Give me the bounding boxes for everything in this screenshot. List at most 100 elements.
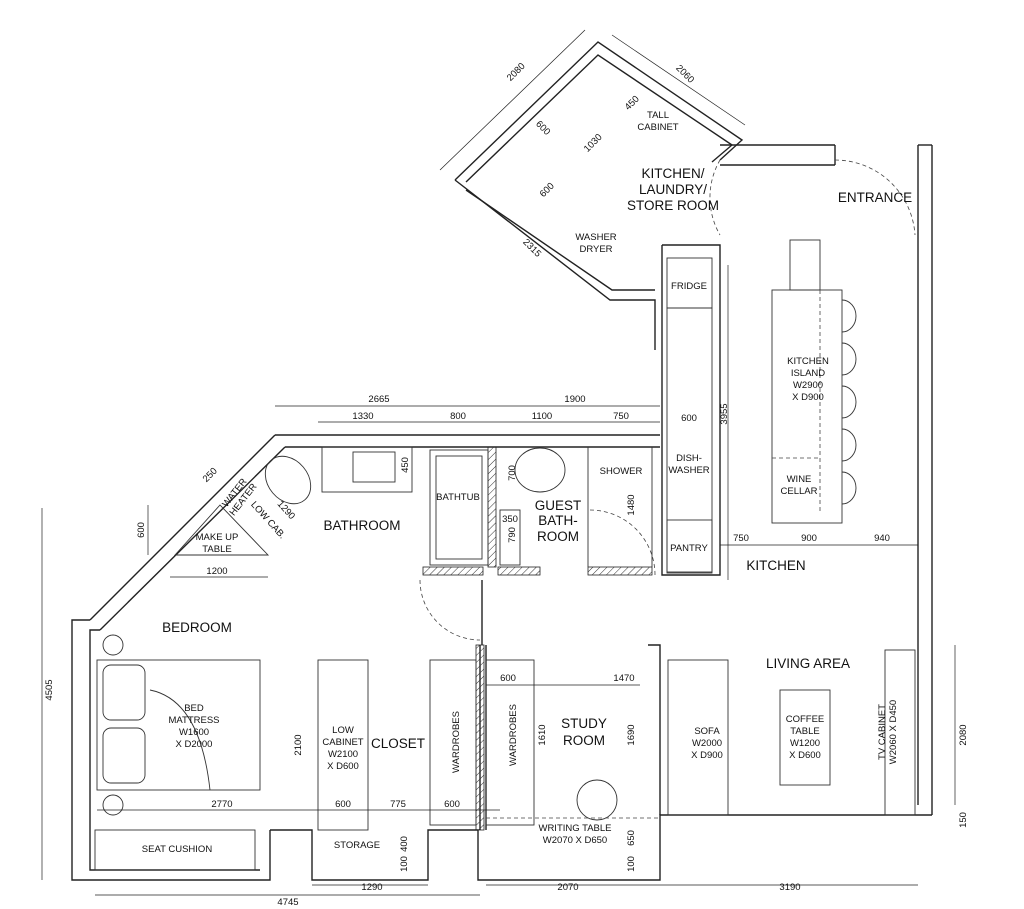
dimension-label: 2080: [958, 724, 969, 745]
coffee-table-label: X D600: [789, 750, 821, 761]
bathtub-label: BATHTUB: [436, 492, 480, 503]
dimension-label: 3955: [719, 403, 730, 424]
sofa-label: X D900: [691, 750, 723, 761]
dimension-label: 150: [958, 812, 969, 828]
room-entrance: ENTRANCE: [838, 190, 912, 205]
dimension-label: 600: [681, 413, 697, 424]
dimension-lines: [41, 29, 956, 896]
dimension-label: 940: [874, 533, 890, 544]
dimension-label: 750: [733, 533, 749, 544]
dimension-label: 600: [500, 673, 516, 684]
low-cabinet-label: LOW: [332, 725, 354, 736]
dimension-label: 700: [507, 465, 518, 481]
tall-cabinet-label: CABINET: [637, 122, 678, 133]
study-partition-hatch: [475, 644, 485, 831]
shower-wall-hatch: [587, 566, 653, 576]
sofa-label: W2000: [692, 738, 722, 749]
room-labels: KITCHEN/ LAUNDRY/ STORE ROOM ENTRANCE BA…: [162, 166, 912, 751]
dimension-label: 1290: [275, 499, 297, 522]
dimension-label: 1330: [352, 411, 373, 422]
dimension-label: 800: [450, 411, 466, 422]
kitchen-island-label: ISLAND: [791, 368, 825, 379]
sofa-label: SOFA: [694, 726, 720, 737]
dimension-label: 400: [399, 836, 410, 852]
kitchen-island-label: X D900: [792, 392, 824, 403]
dimension-label: 100: [626, 856, 637, 872]
dimension-label: 2665: [368, 394, 389, 405]
kitchen-island-label: KITCHEN: [787, 356, 829, 367]
dimension-label: 1900: [564, 394, 585, 405]
washer-dryer-label: DRYER: [579, 244, 612, 255]
room-closet: CLOSET: [371, 736, 425, 751]
bed-mattress-label: X D2000: [176, 739, 213, 750]
dimension-label: 350: [502, 514, 518, 525]
bathroom-wall-hatch: [422, 566, 484, 576]
room-kitchen-laundry: KITCHEN/: [641, 166, 704, 181]
dimension-label: 3190: [779, 882, 800, 893]
dimension-label: 1200: [206, 566, 227, 577]
room-living-area: LIVING AREA: [766, 656, 850, 671]
wardrobes-label: WARDROBES: [451, 711, 462, 773]
dimension-label: 790: [507, 527, 518, 543]
dishwasher-label: WASHER: [668, 465, 709, 476]
wardrobes-label: WARDROBES: [508, 704, 519, 766]
writing-table-label: WRITING TABLE: [538, 823, 611, 834]
dimension-label: 450: [623, 94, 642, 113]
dimension-label: 600: [533, 119, 552, 138]
dimension-label: 600: [335, 799, 351, 810]
room-study: ROOM: [563, 733, 605, 748]
dimension-label: 600: [444, 799, 460, 810]
room-kitchen: KITCHEN: [746, 558, 805, 573]
writing-table-label: W2070 X D650: [543, 835, 607, 846]
bed-mattress-label: BED: [184, 703, 204, 714]
dimension-label: 1030: [582, 132, 605, 155]
room-bedroom: BEDROOM: [162, 620, 232, 635]
tv-cabinet-label: W2060 X D450: [888, 700, 899, 764]
walls: [71, 41, 933, 881]
wine-cellar-label: WINE: [787, 474, 812, 485]
coffee-table-label: COFFEE: [786, 714, 825, 725]
dimension-label: 1470: [613, 673, 634, 684]
tv-cabinet-label: TV CABINET: [877, 704, 888, 760]
room-guest-bathroom: GUEST: [535, 498, 582, 513]
room-bathroom: BATHROOM: [324, 518, 401, 533]
dimension-label: 1610: [537, 724, 548, 745]
dimension-label: 100: [399, 856, 410, 872]
wine-cellar-label: CELLAR: [781, 486, 818, 497]
room-guest-bathroom: BATH-: [538, 513, 578, 528]
dimension-label: 1690: [626, 724, 637, 745]
dimension-label: 600: [136, 522, 147, 538]
dimension-label: 900: [801, 533, 817, 544]
dimension-label: 650: [626, 830, 637, 846]
dimension-label: 1100: [532, 411, 552, 422]
shower-label: SHOWER: [600, 466, 643, 477]
dimension-label: 775: [390, 799, 406, 810]
room-study: STUDY: [561, 716, 607, 731]
make-up-table-label: MAKE UP: [196, 532, 239, 543]
coffee-table-label: W1200: [790, 738, 820, 749]
tall-cabinet-label: TALL: [647, 110, 669, 121]
low-cabinet-label: CABINET: [322, 737, 363, 748]
guest-bath-wall-hatch: [497, 566, 541, 576]
make-up-table-label: TABLE: [202, 544, 231, 555]
bed-mattress-label: MATTRESS: [168, 715, 219, 726]
fixture-labels: TALL CABINET WASHER DRYER FRIDGE KITCHEN…: [142, 110, 899, 855]
furniture: [94, 159, 916, 871]
seat-cushion-label: SEAT CUSHION: [142, 844, 213, 855]
bed-mattress-label: W1600: [179, 727, 209, 738]
room-kitchen-laundry: LAUNDRY/: [639, 182, 707, 197]
coffee-table-label: TABLE: [790, 726, 819, 737]
dimension-label: 2080: [505, 61, 528, 84]
fridge-label: FRIDGE: [671, 281, 707, 292]
dimension-label: 450: [400, 457, 411, 473]
room-kitchen-laundry: STORE ROOM: [627, 198, 719, 213]
dimension-label: 4745: [277, 897, 298, 908]
pantry-label: PANTRY: [670, 543, 708, 554]
dishwasher-label: DISH-: [676, 453, 702, 464]
room-guest-bathroom: ROOM: [537, 529, 579, 544]
low-cabinet-label: X D600: [327, 761, 359, 772]
dimension-label: 4505: [44, 679, 55, 700]
low-cabinet-label: W2100: [328, 749, 358, 760]
dimension-label: 2100: [293, 734, 304, 755]
